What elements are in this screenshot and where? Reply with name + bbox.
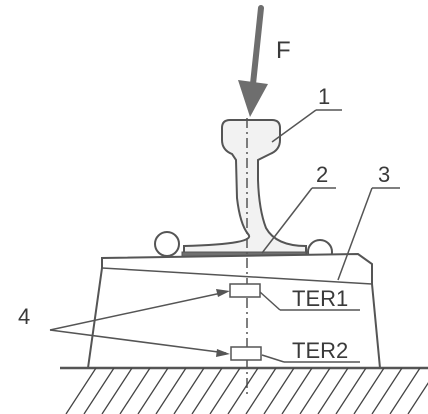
- ter2-label: TER2: [292, 338, 348, 363]
- sleeper-top-line: [101, 267, 373, 285]
- callout-2-label: 2: [316, 162, 328, 187]
- ter2-callout: TER2: [261, 338, 360, 363]
- callout-4-label: 4: [18, 304, 30, 329]
- callout-3: 3: [337, 162, 400, 281]
- left-clip: [154, 231, 180, 257]
- force-arrow: [238, 5, 268, 117]
- callout-1: 1: [271, 84, 342, 143]
- callout-2: 2: [261, 162, 336, 254]
- ter1-label: TER1: [292, 286, 348, 311]
- callout-3-label: 3: [378, 162, 390, 187]
- callout-4: 4: [18, 289, 230, 357]
- ter1-callout: TER1: [259, 286, 360, 311]
- sleeper: [86, 252, 382, 369]
- rail-profile: [183, 119, 307, 255]
- force-label: F: [276, 37, 291, 64]
- sensor-ter2: [230, 346, 262, 361]
- callout-1-label: 1: [318, 84, 330, 109]
- ground-hatch: [65, 368, 428, 414]
- sensor-ter1: [229, 283, 261, 298]
